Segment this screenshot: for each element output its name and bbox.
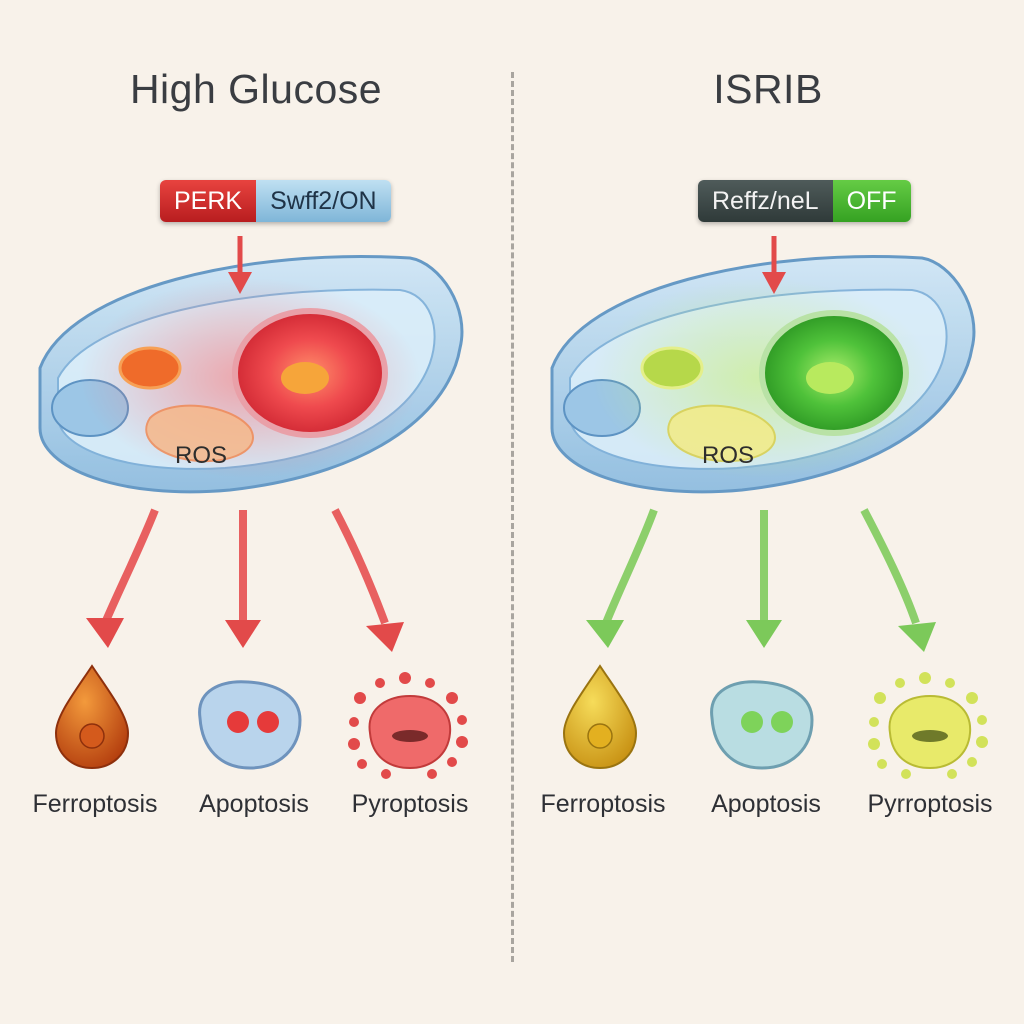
outcome-apoptosis: Apoptosis [711, 790, 821, 818]
ferroptosis-drop-icon [562, 664, 638, 770]
pyroptosis-cell-icon [348, 672, 468, 779]
panel-title: High Glucose [129, 66, 383, 112]
switch-label-state: Swff2/ON [256, 180, 391, 222]
switch-label-reagent: Reffz/neL [698, 180, 833, 222]
cell-diagram [550, 236, 988, 779]
pyroptosis-cell-icon [868, 672, 988, 779]
outcome-apoptosis: Apoptosis [199, 790, 309, 818]
organelle [118, 346, 182, 390]
perk-switch: PERK Swff2/ON [160, 180, 391, 222]
panel-title: ISRIB [713, 66, 823, 112]
isrib-panel: ISRIB Reffz/neL OFF [512, 0, 1024, 1024]
ferroptosis-drop-icon [54, 664, 130, 770]
apoptosis-cell-icon [198, 680, 302, 770]
switch-label-perk: PERK [160, 180, 257, 222]
center-divider [511, 72, 514, 962]
outcome-ferroptosis: Ferroptosis [540, 790, 666, 818]
outcome-pyroptosis: Pyrroptosis [867, 790, 993, 818]
organelle [640, 346, 704, 390]
switch-label-state: OFF [832, 180, 911, 222]
cell-diagram [38, 236, 468, 779]
high-glucose-panel: High Glucose PERK Swff2/ON [32, 66, 469, 818]
isrib-switch: Reffz/neL OFF [698, 180, 911, 222]
ros-label: ROS [175, 442, 228, 469]
ros-label: ROS [702, 442, 755, 469]
outcome-ferroptosis: Ferroptosis [32, 790, 158, 818]
outcome-pyroptosis: Pyroptosis [351, 790, 469, 818]
